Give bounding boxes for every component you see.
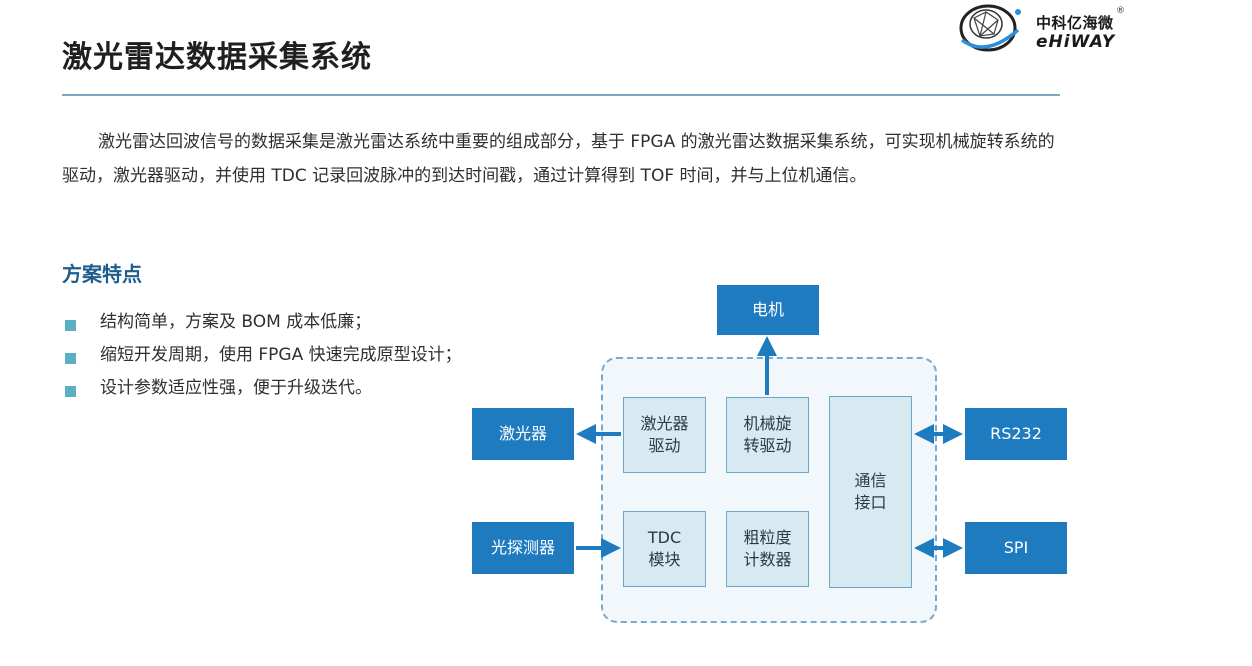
feature-item: 结构简单，方案及 BOM 成本低廉； [62,306,462,339]
laser-block: 激光器 [472,408,574,460]
feature-text: 缩短开发周期，使用 FPGA 快速完成原型设计； [100,345,462,365]
coarse-counter-block: 粗粒度 计数器 [726,511,809,587]
spi-block: SPI [965,522,1067,574]
globe-logo-icon [959,4,1021,52]
logo-subtitle: eHiWAY [1036,32,1116,52]
rotation-driver-block: 机械旋 转驱动 [726,397,809,473]
motor-block: 电机 [717,285,819,335]
section-title: 方案特点 [62,262,142,286]
feature-list: 结构简单，方案及 BOM 成本低廉； 缩短开发周期，使用 FPGA 快速完成原型… [62,306,462,405]
square-bullet-icon [65,320,76,331]
feature-text: 设计参数适应性强，便于升级迭代。 [100,378,372,398]
header-divider [62,94,1060,96]
registered-mark: ® [1116,6,1125,16]
intro-paragraph: 激光雷达回波信号的数据采集是激光雷达系统中重要的组成部分，基于 FPGA 的激光… [62,132,1055,186]
company-logo: 中科亿海微 ® eHiWAY [956,0,1136,58]
rs232-block: RS232 [965,408,1067,460]
square-bullet-icon [65,353,76,364]
photodetector-block: 光探测器 [472,522,574,574]
feature-item: 缩短开发周期，使用 FPGA 快速完成原型设计； [62,339,462,372]
laser-driver-block: 激光器 驱动 [623,397,706,473]
feature-item: 设计参数适应性强，便于升级迭代。 [62,372,462,405]
logo-name: 中科亿海微 [1036,14,1114,32]
comm-interface-block: 通信 接口 [829,396,912,588]
feature-text: 结构简单，方案及 BOM 成本低廉； [100,312,372,332]
tdc-module-block: TDC 模块 [623,511,706,587]
page-title: 激光雷达数据采集系统 [62,40,372,75]
square-bullet-icon [65,386,76,397]
